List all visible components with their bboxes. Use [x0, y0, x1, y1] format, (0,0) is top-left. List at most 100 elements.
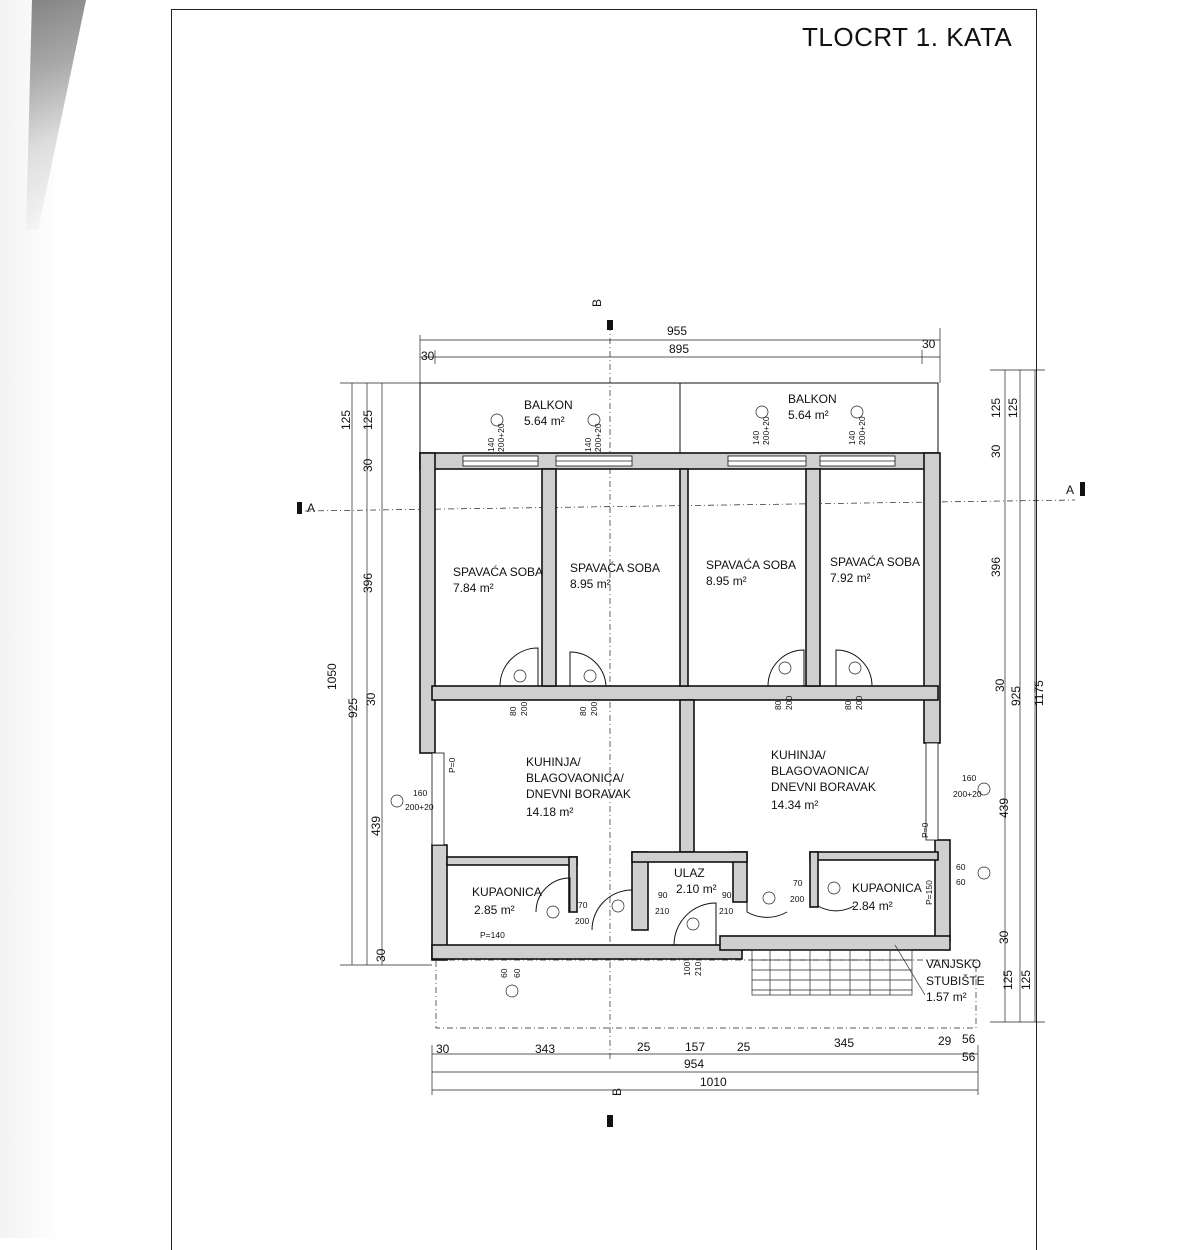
window-right — [925, 742, 939, 841]
win-label-200-3: 200+20 — [761, 416, 771, 445]
section-label-a-right: A — [1066, 483, 1074, 497]
dim-right-inner: 925 — [1009, 686, 1023, 706]
room-name-spavaca-3: SPAVAĆA SOBA — [706, 557, 796, 572]
dimensions-right: 125 125 30 396 30 925 1175 439 30 125 12… — [989, 369, 1046, 1023]
walls — [419, 452, 951, 961]
section-mark-a-right: A — [1066, 482, 1085, 497]
dim-left-wall-top: 30 — [361, 458, 375, 472]
win-label-140-4: 140 — [847, 431, 857, 445]
dim-right-wall-mid: 30 — [993, 678, 1007, 692]
door-label-80-4: 80 — [843, 700, 853, 710]
dim-top-overall: 955 — [667, 324, 687, 338]
door-label-210-main: 210 — [693, 962, 703, 976]
door-label-200-3: 200 — [784, 696, 794, 710]
parapet-label-140: P=140 — [480, 930, 505, 940]
door-label-80-2: 80 — [578, 706, 588, 716]
door-label-80-3: 80 — [773, 700, 783, 710]
win-label-60-d: 60 — [512, 968, 522, 978]
dim-right-living: 439 — [997, 798, 1011, 818]
win-label-160-left: 160 — [413, 788, 427, 798]
room-name-kuhinja-right-2: BLAGOVAONICA/ — [771, 764, 869, 778]
room-name-stubiste-1: VANJSKO — [926, 957, 981, 971]
door-label-200-4: 200 — [854, 696, 864, 710]
window-left — [431, 752, 445, 846]
room-area-kuhinja-right: 14.34 m² — [771, 798, 818, 812]
door-label-210-right: 210 — [719, 906, 733, 916]
door-label-90-left: 90 — [658, 890, 668, 900]
drawing-frame — [171, 9, 1037, 1250]
dim-left-rooms: 396 — [361, 573, 375, 593]
dimensions-bottom: 30 343 25 157 25 345 29 56 56 954 1010 — [431, 1032, 979, 1095]
section-mark-a-left: A — [297, 499, 1076, 515]
win-label-60-c: 60 — [499, 968, 509, 978]
dim-bottom-s6: 345 — [834, 1036, 854, 1050]
door-label-200-left-bath: 200 — [575, 916, 589, 926]
fixture-symbols — [390, 405, 991, 998]
room-name-kuhinja-right-3: DNEVNI BORAVAK — [771, 780, 876, 794]
dim-bottom-s8: 56 — [962, 1032, 976, 1046]
parapet-label-left: P=0 — [447, 757, 457, 773]
room-area-kuhinja-left: 14.18 m² — [526, 805, 573, 819]
windows-top — [462, 455, 896, 467]
dim-bottom-overall: 1010 — [700, 1075, 727, 1089]
dim-bottom-s4: 157 — [685, 1040, 705, 1054]
dim-bottom-inner: 954 — [684, 1057, 704, 1071]
win-label-200-left: 200+20 — [405, 802, 434, 812]
room-labels: BALKON 5.64 m² BALKON 5.64 m² SPAVAĆA SO… — [453, 392, 985, 1004]
parapet-label-150: P=150 — [924, 880, 934, 905]
dim-left-balcony-b: 125 — [361, 410, 375, 430]
ground-outline — [435, 959, 977, 1029]
door-label-90-right: 90 — [722, 890, 732, 900]
room-area-spavaca-3: 8.95 m² — [706, 574, 747, 588]
win-label-200-2: 200+20 — [593, 423, 603, 452]
door-label-200-right-bath: 200 — [790, 894, 804, 904]
win-label-200-1: 200+20 — [496, 423, 506, 452]
dim-left-inner: 925 — [346, 698, 360, 718]
room-name-kupaonica-left: KUPAONICA — [472, 885, 542, 899]
section-label-a-left: A — [307, 501, 315, 515]
dim-left-living: 439 — [369, 816, 383, 836]
room-area-ulaz: 2.10 m² — [676, 882, 717, 896]
win-label-200-4: 200+20 — [857, 416, 867, 445]
drawing-title: TLOCRT 1. KATA — [802, 22, 1013, 52]
room-name-balkon-left: BALKON — [524, 398, 573, 412]
room-area-balkon-right: 5.64 m² — [788, 408, 829, 422]
room-area-kupaonica-left: 2.85 m² — [474, 903, 515, 917]
win-label-140-1: 140 — [486, 438, 496, 452]
dim-left-balcony-a: 125 — [339, 410, 353, 430]
room-area-spavaca-4: 7.92 m² — [830, 571, 871, 585]
dim-top-left-wall: 30 — [421, 349, 435, 363]
dim-bottom-s3: 25 — [637, 1040, 651, 1054]
room-name-spavaca-4: SPAVAĆA SOBA — [830, 554, 920, 569]
dim-right-stair-a: 125 — [1001, 970, 1015, 990]
dim-bottom-s9: 56 — [962, 1050, 976, 1064]
dim-bottom-s2: 343 — [535, 1042, 555, 1056]
dim-right-wall-top: 30 — [989, 444, 1003, 458]
room-name-stubiste-2: STUBIŠTE — [926, 973, 985, 988]
room-name-balkon-right: BALKON — [788, 392, 837, 406]
dim-bottom-s5: 25 — [737, 1040, 751, 1054]
section-label-b-bottom: B — [610, 1088, 624, 1096]
room-name-ulaz: ULAZ — [674, 866, 705, 880]
room-area-balkon-left: 5.64 m² — [524, 414, 565, 428]
section-mark-b-bottom: B — [607, 1088, 624, 1127]
door-label-70-right: 70 — [793, 878, 803, 888]
dim-right-rooms: 396 — [989, 557, 1003, 577]
door-label-100: 100 — [682, 962, 692, 976]
dimensions-top: 955 895 30 30 — [419, 324, 941, 383]
opening-annotations: 140 200+20 140 200+20 140 200+20 140 200… — [405, 416, 982, 978]
dim-bottom-s1: 30 — [436, 1042, 450, 1056]
door-label-200-2: 200 — [589, 702, 599, 716]
door-label-70-left: 70 — [578, 900, 588, 910]
dim-right-overall: 1175 — [1032, 680, 1046, 706]
section-label-b-top: B — [590, 299, 604, 307]
door-label-80-1: 80 — [508, 706, 518, 716]
room-name-kuhinja-left-1: KUHINJA/ — [526, 755, 581, 769]
win-label-60-b: 60 — [956, 877, 966, 887]
room-area-spavaca-1: 7.84 m² — [453, 581, 494, 595]
dim-right-wall-bottom: 30 — [997, 930, 1011, 944]
dim-left-overall: 1050 — [325, 663, 339, 690]
dim-bottom-s7: 29 — [938, 1034, 952, 1048]
dim-top-right-wall: 30 — [922, 337, 936, 351]
